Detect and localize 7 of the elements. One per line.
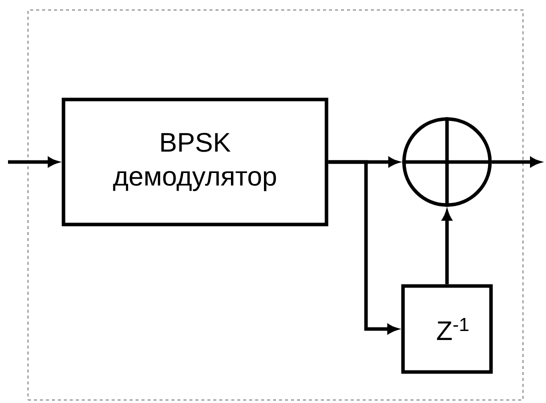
arrow xyxy=(328,160,398,334)
dashed-frame xyxy=(28,10,524,400)
arrow xyxy=(442,210,452,284)
arrow xyxy=(8,157,58,167)
delay-box: Z$^{-1}$ xyxy=(401,284,493,374)
process-box: BPSK демодулятор xyxy=(62,98,328,226)
summing-junction xyxy=(400,116,494,208)
